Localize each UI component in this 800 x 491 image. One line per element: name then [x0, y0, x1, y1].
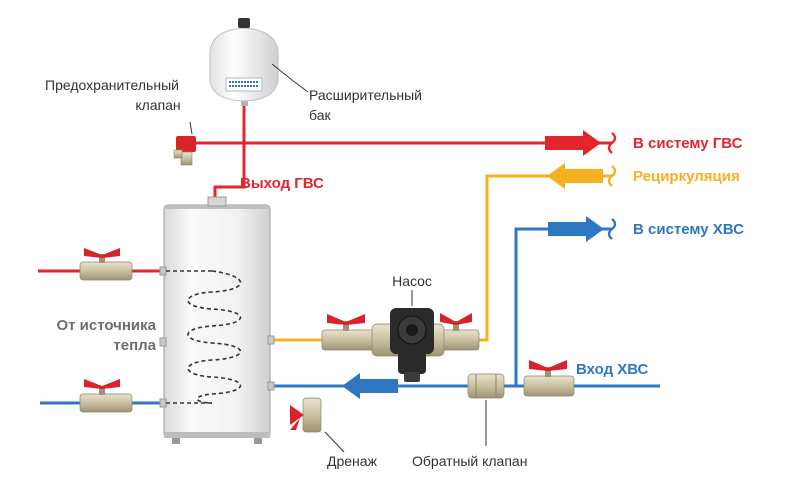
- pipe-break-marks: [607, 132, 617, 240]
- drain-valve: [290, 397, 322, 433]
- arrow-icon-cold-out: [548, 216, 604, 242]
- ball-valve-recirculation-in: [321, 314, 375, 351]
- expansion-tank-label-line1: Расширительный: [309, 87, 422, 103]
- hot-out-label: Выход ГВС: [240, 175, 324, 192]
- safety-valve: [173, 136, 196, 166]
- circulation-pump: [371, 308, 445, 382]
- leader-lines: [189, 63, 487, 453]
- arrow-icon-recirculation: [547, 163, 603, 189]
- arrow-icon-cold-in: [342, 373, 398, 399]
- pump-label: Насос: [392, 273, 432, 289]
- water-heater-tank: [159, 196, 275, 444]
- to-hot-system-label: В систему ГВС: [633, 135, 743, 152]
- arrow-icon-hot-out: [545, 130, 601, 156]
- ball-valve-heat-supply: [79, 248, 133, 281]
- heat-source-label-line2: тепла: [113, 337, 156, 354]
- drain-label: Дренаж: [327, 453, 378, 469]
- ball-valve-cold-inlet: [523, 360, 575, 397]
- heat-source-label-line1: От источника: [56, 317, 156, 334]
- safety-valve-label-line1: Предохранительный: [45, 77, 179, 93]
- expansion-tank: [209, 18, 279, 106]
- ball-valve-heat-return: [79, 379, 133, 413]
- cold-in-label: Вход ХВС: [576, 361, 649, 378]
- safety-valve-label-line2: клапан: [135, 97, 180, 113]
- heating-coil: [166, 270, 242, 404]
- check-valve-label: Обратный клапан: [412, 453, 527, 469]
- to-cold-system-label: В систему ХВС: [633, 221, 744, 238]
- check-valve: [467, 373, 505, 399]
- recirculation-label: Рециркуляция: [633, 168, 740, 185]
- expansion-tank-label-line2: бак: [309, 107, 331, 123]
